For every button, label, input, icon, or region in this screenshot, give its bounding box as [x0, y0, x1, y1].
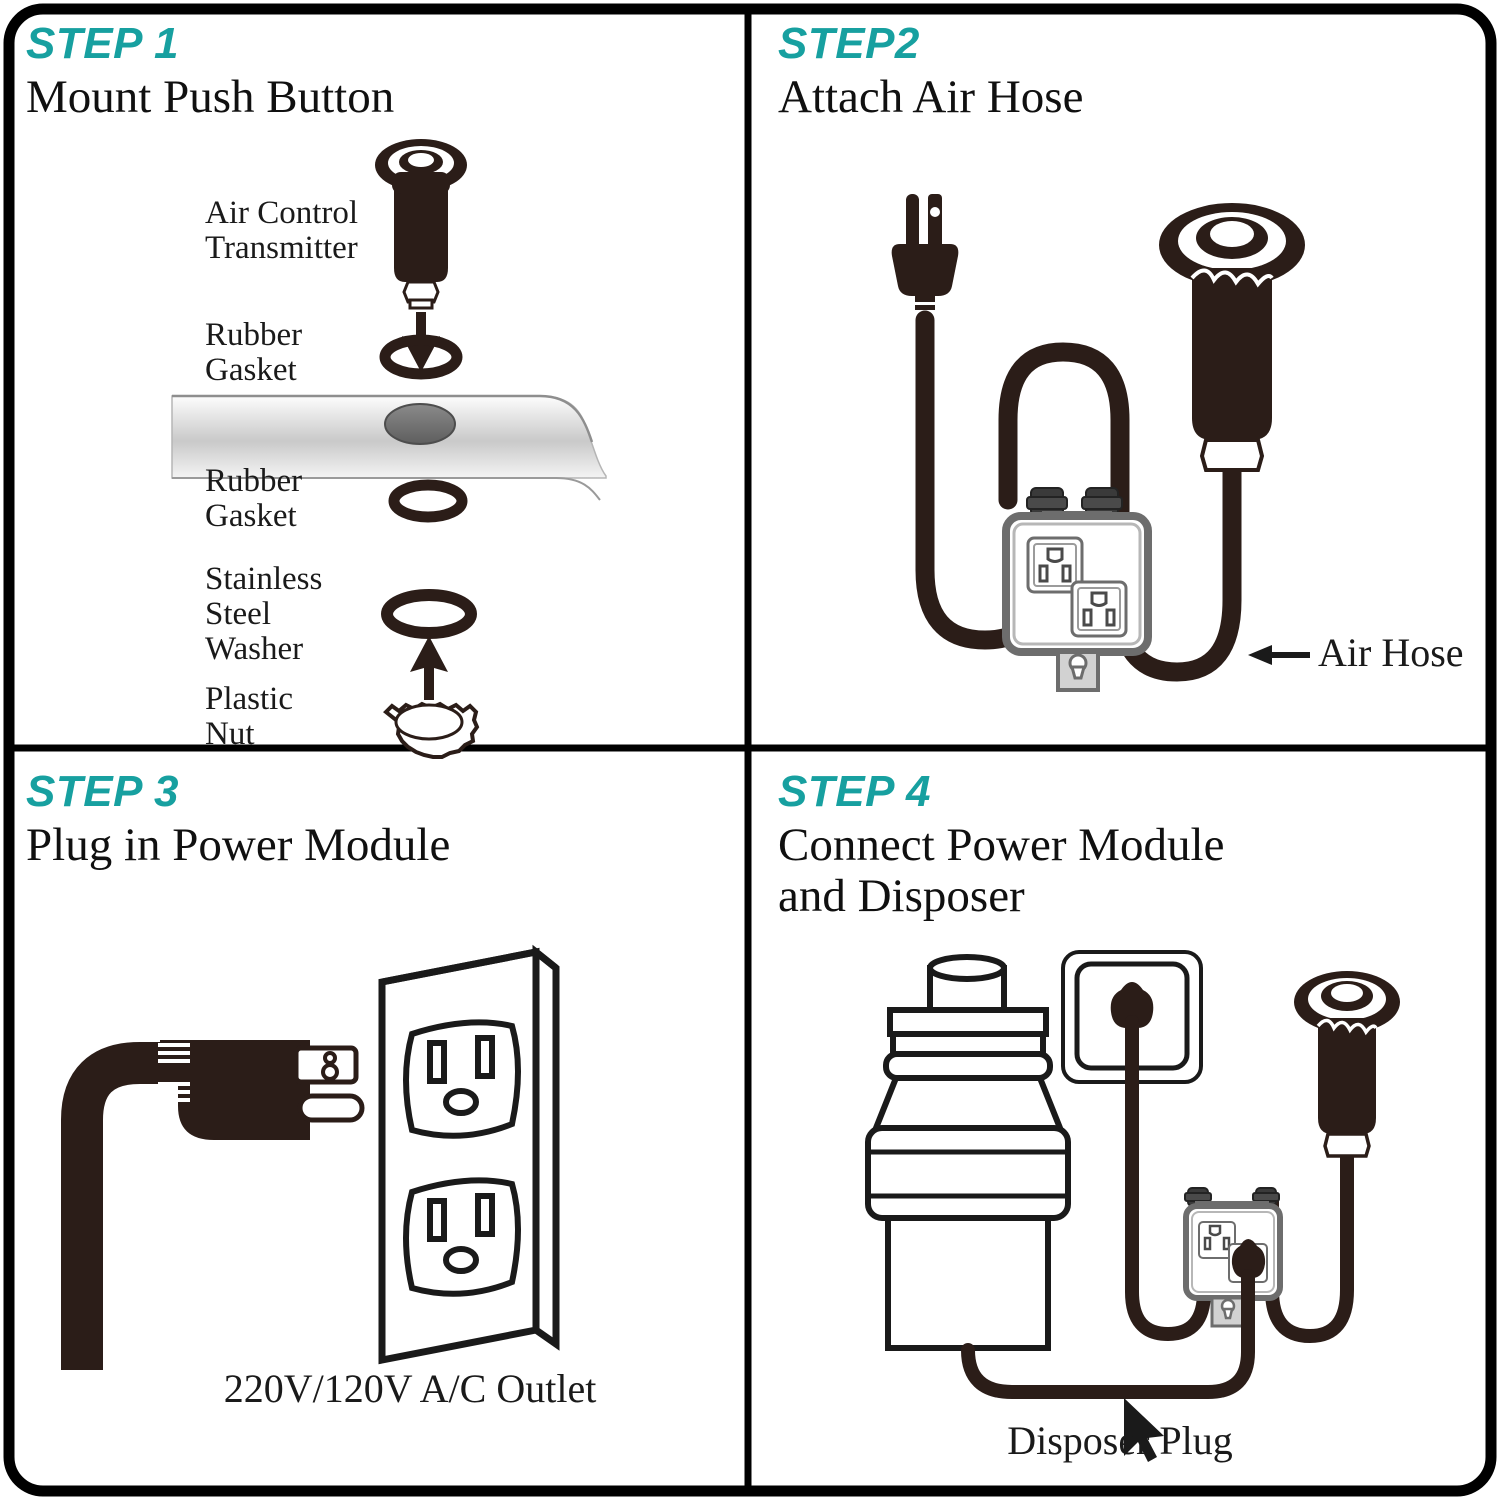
step4-air-hose — [1265, 1145, 1354, 1344]
step1-exploded-assembly — [171, 139, 607, 759]
countertop-hole — [384, 403, 456, 445]
step3-plug-and-outlet — [61, 944, 560, 1370]
air-hose-tube — [998, 342, 1242, 682]
outlet-receptacle-lower — [403, 1177, 521, 1297]
rubber-gasket-lower-icon — [388, 479, 468, 523]
step-1-kicker: STEP 1 — [26, 19, 179, 68]
push-button-icon-step2 — [1159, 203, 1305, 472]
up-arrow-icon — [410, 636, 448, 700]
panel-step-4: STEP 4 Connect Power Module and Disposer — [778, 770, 1224, 922]
step4-disposer-connection — [865, 950, 1400, 1462]
label-disposer-plug: Disposer Plug — [1007, 1418, 1233, 1463]
countertop — [171, 394, 607, 501]
disposer-unit-icon — [865, 954, 1071, 1351]
step-3-title: Plug in Power Module — [26, 819, 451, 871]
panel-step-3: STEP 3 Plug in Power Module — [26, 770, 450, 871]
wall-outlet-plate — [378, 944, 560, 1365]
label-air-control-transmitter: Air Control Transmitter — [205, 195, 359, 266]
module-outlet-lower — [1070, 580, 1128, 638]
step-2-title: Attach Air Hose — [778, 71, 1084, 123]
step-4-title: Connect Power Module and Disposer — [778, 819, 1225, 922]
air-hose-arrow-icon — [1248, 645, 1310, 665]
plastic-nut-icon — [383, 701, 480, 759]
step-1-title: Mount Push Button — [26, 71, 395, 123]
label-air-hose: Air Hose — [1318, 630, 1464, 675]
outlet-receptacle-upper — [403, 1019, 521, 1139]
stainless-washer-icon — [381, 589, 477, 639]
push-button-icon-step4 — [1294, 971, 1400, 1158]
step-3-kicker: STEP 3 — [26, 767, 179, 816]
label-stainless-steel-washer: Stainless Steel Washer — [205, 561, 323, 667]
module-outlet-upper — [1026, 536, 1084, 594]
rubber-gasket-upper-icon — [379, 334, 463, 380]
wall-plug-icon — [891, 194, 959, 321]
outer-border — [3, 3, 1497, 1497]
module-outlet-free-step4 — [1198, 1221, 1236, 1259]
air-control-transmitter-icon — [375, 139, 467, 310]
step3-plug-icon — [158, 1040, 365, 1140]
label-plastic-nut: Plastic Nut — [205, 681, 293, 752]
step2-hose-and-module — [891, 194, 1310, 692]
wall-socket-cord — [1125, 1015, 1211, 1342]
pointer-cursor-icon — [1124, 1398, 1164, 1462]
power-module-box — [1002, 512, 1152, 692]
step-2-kicker: STEP2 — [778, 19, 920, 68]
panel-step-1: STEP 1 Mount Push Button — [26, 22, 394, 123]
power-module-box-step4 — [1183, 1187, 1283, 1328]
step-4-kicker: STEP 4 — [778, 767, 931, 816]
label-rubber-gasket-lower: Rubber Gasket — [205, 463, 303, 534]
label-ac-outlet: 220V/120V A/C Outlet — [223, 1366, 597, 1411]
disposer-power-cord — [961, 1269, 1255, 1399]
label-rubber-gasket-upper: Rubber Gasket — [205, 317, 303, 388]
panel-step-2: STEP2 Attach Air Hose — [778, 22, 1083, 123]
inserted-disposer-plug-icon — [1228, 1239, 1268, 1283]
step3-cord — [61, 1042, 178, 1370]
